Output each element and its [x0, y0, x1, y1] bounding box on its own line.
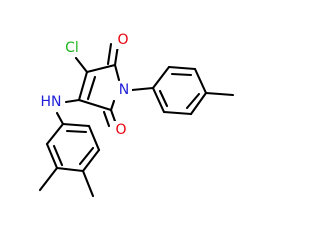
- bond-n1-tolyl: [130, 86, 155, 92]
- bond-c2-n1: [113, 63, 121, 82]
- bond-tolyl-1-2: [151, 65, 171, 90]
- bond-c3-c4-double: [86, 75, 97, 101]
- bond-c3-c4: [77, 70, 89, 102]
- chlorine-label: Cl: [65, 40, 79, 56]
- oxygen-atom-bottom: O: [113, 121, 129, 139]
- bond-c2-o-top-double: [106, 42, 113, 66]
- chlorine-atom: Cl: [60, 39, 84, 57]
- bond-tolyl-2-3: [167, 65, 197, 71]
- ring-nitrogen-label: N: [119, 82, 129, 98]
- bond-c5-c4: [77, 98, 113, 112]
- bond-nh-aryl: [55, 111, 65, 126]
- bond-xylyl-6-1-inner: [65, 129, 88, 134]
- bond-tolyl-4-5-inner: [185, 92, 201, 110]
- bond-n1-c5: [109, 99, 116, 112]
- bond-c3-cl: [74, 56, 89, 74]
- oxygen-top-label: O: [117, 32, 128, 48]
- bond-tolyl-3-4: [193, 67, 208, 95]
- bond-xylyl-2-3: [45, 142, 59, 170]
- bond-xylyl-1-2: [45, 122, 65, 146]
- chemical-structure-diagram: Cl O O N HN: [37, 31, 235, 198]
- bond-tolyl-2-3-inner: [170, 72, 193, 77]
- bond-c3-c2: [85, 63, 117, 74]
- bond-c4-nh: [64, 98, 81, 104]
- oxygen-bottom-label: O: [115, 122, 126, 138]
- oxygen-atom-top: O: [115, 31, 131, 49]
- ring-nitrogen-atom: N: [117, 81, 132, 99]
- bond-xylyl-3-4: [55, 166, 85, 173]
- bond-tolyl-4-5: [189, 91, 208, 116]
- bond-tolyl-methyl: [204, 91, 235, 97]
- amine-nh-group: HN: [37, 93, 65, 111]
- bond-xylyl-6-1: [61, 122, 91, 128]
- bond-xylyl-2-3-inner: [52, 144, 64, 167]
- bond-xylyl-4-5: [81, 148, 101, 173]
- bond-xylyl-4-5-inner: [78, 146, 95, 166]
- bond-xylyl-methyl-4: [81, 169, 95, 198]
- amine-nh-label: HN: [41, 94, 62, 110]
- bond-xylyl-5-6: [87, 124, 101, 152]
- bond-xylyl-methyl-3: [38, 166, 59, 192]
- bond-tolyl-6-1-inner: [158, 89, 169, 108]
- bond-tolyl-5-6: [162, 110, 193, 116]
- bond-c5-o-bottom-double: [102, 110, 111, 128]
- bond-tolyl-6-1: [151, 86, 166, 114]
